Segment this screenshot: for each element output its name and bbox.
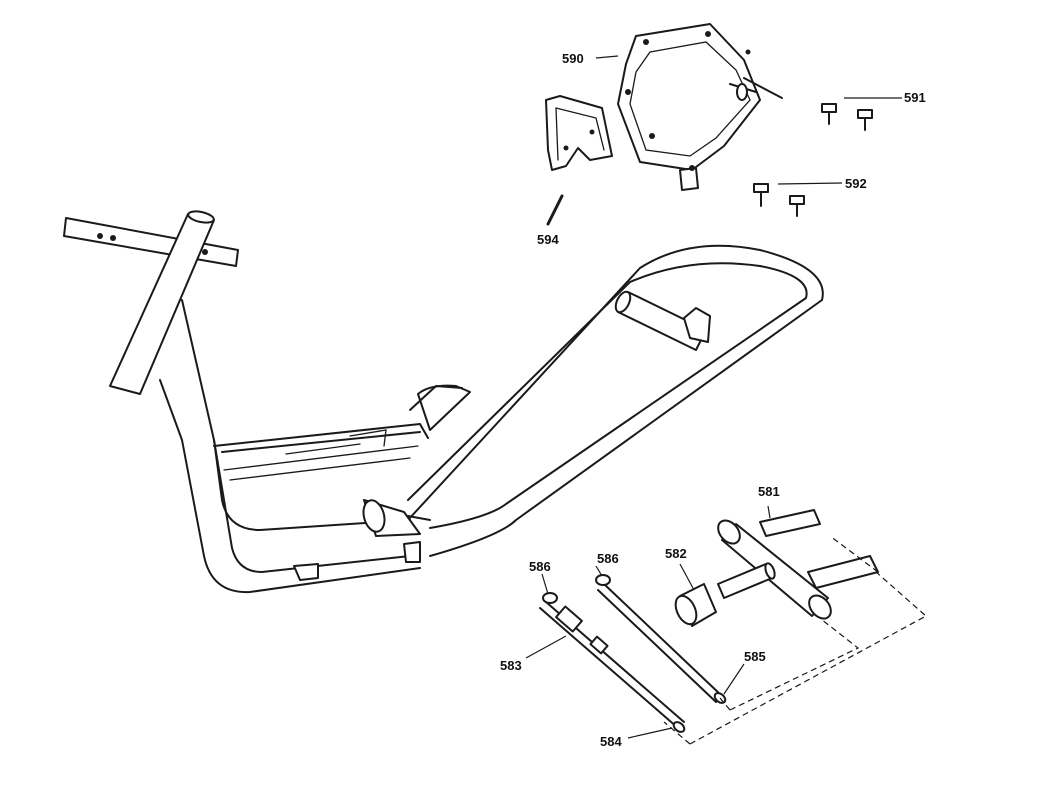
callout-586-left: 586 bbox=[529, 559, 551, 574]
assembly-dashed-outline bbox=[663, 535, 928, 745]
callout-582: 582 bbox=[665, 546, 687, 561]
part-582-spacer bbox=[674, 562, 776, 627]
part-591-bolts bbox=[821, 103, 873, 131]
part-583-axle bbox=[539, 601, 685, 729]
callout-590: 590 bbox=[562, 51, 584, 66]
callout-592: 592 bbox=[845, 176, 867, 191]
callout-594: 594 bbox=[537, 232, 559, 247]
part-594-bracket bbox=[545, 95, 613, 226]
callout-584: 584 bbox=[600, 734, 622, 749]
callout-591: 591 bbox=[904, 90, 926, 105]
part-584-nut bbox=[672, 721, 686, 733]
part-586-washers bbox=[542, 574, 611, 604]
callout-583: 583 bbox=[500, 658, 522, 673]
part-592-bolts bbox=[753, 183, 805, 217]
main-frame bbox=[63, 210, 824, 594]
callout-585: 585 bbox=[744, 649, 766, 664]
callout-581: 581 bbox=[758, 484, 780, 499]
callout-586-right: 586 bbox=[597, 551, 619, 566]
leader-lines bbox=[525, 55, 902, 739]
part-581-axle-housing bbox=[717, 509, 879, 620]
part-590-sprocket-guard bbox=[617, 23, 783, 191]
